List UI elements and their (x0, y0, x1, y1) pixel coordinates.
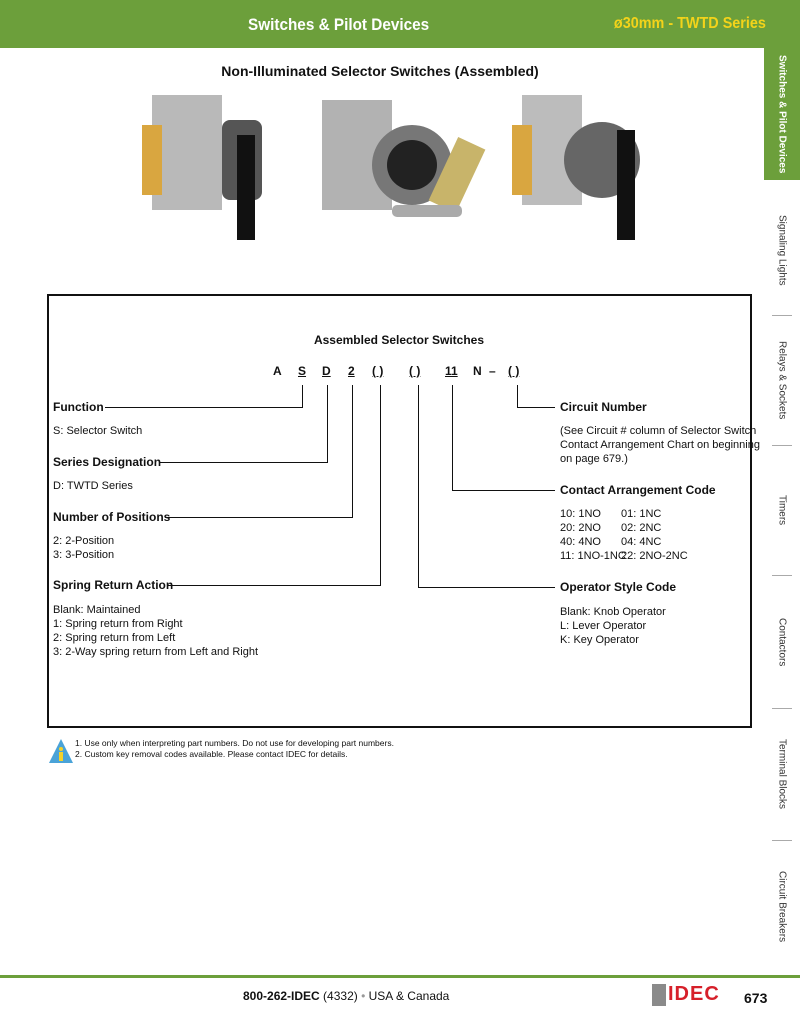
footer-rule (0, 975, 800, 978)
operator-label: Operator Style Code (560, 580, 677, 594)
circuit-items: (See Circuit # column of Selector Switch… (560, 425, 760, 465)
side-tabs: Switches & Pilot Devices Signaling Light… (764, 48, 800, 978)
code-11: 11 (445, 364, 458, 378)
code-dash: – (489, 364, 496, 378)
side-tab-timers[interactable]: Timers (776, 495, 788, 526)
contact-label: Contact Arrangement Code (560, 483, 716, 497)
spring-label: Spring Return Action (53, 578, 174, 592)
code-operator: ( ) (409, 364, 421, 378)
function-item: S: Selector Switch (53, 425, 143, 437)
page-title: Non-Illuminated Selector Switches (Assem… (221, 63, 539, 79)
side-tab-terminal-blocks[interactable]: Terminal Blocks (776, 738, 788, 810)
function-label: Function (53, 400, 104, 414)
section-title: Switches & Pilot Devices (248, 15, 430, 34)
series-label: Series Designation (53, 455, 162, 469)
side-tab-relays[interactable]: Relays & Sockets (776, 341, 788, 420)
code-d: D (322, 364, 331, 378)
positions-label: Number of Positions (53, 510, 171, 524)
code-spring: ( ) (372, 364, 384, 378)
knob-switch-photo (142, 95, 262, 240)
code-n: N (473, 364, 482, 378)
series-item: D: TWTD Series (53, 480, 133, 492)
diagram-heading: Assembled Selector Switches (313, 333, 485, 347)
page-number: 673 (744, 990, 768, 1006)
code-circuit: ( ) (508, 364, 520, 378)
page-header: Switches & Pilot Devices ø30mm - TWTD Se… (0, 0, 800, 48)
product-photos (142, 95, 640, 240)
side-tab-switches[interactable]: Switches & Pilot Devices (764, 48, 800, 180)
idec-logo: IDEC (652, 983, 720, 1006)
notes: 1. Use only when interpreting part numbe… (75, 738, 394, 759)
part-number-diagram (47, 294, 752, 728)
footer-contact: 800-262-IDEC (4332) • USA & Canada (243, 989, 450, 1003)
code-s: S (298, 364, 307, 378)
code-2: 2 (348, 364, 355, 378)
knob-switch-photo-2 (512, 95, 640, 240)
series-title: ø30mm - TWTD Series (613, 15, 766, 32)
side-tab-signaling[interactable]: Signaling Lights (776, 215, 788, 286)
key-switch-photo (322, 100, 486, 217)
side-tab-circuit-breakers[interactable]: Circuit Breakers (776, 871, 788, 943)
side-tab-contactors[interactable]: Contactors (776, 617, 788, 667)
code-a: A (273, 364, 282, 378)
circuit-label: Circuit Number (560, 400, 647, 414)
info-icon (49, 739, 73, 763)
